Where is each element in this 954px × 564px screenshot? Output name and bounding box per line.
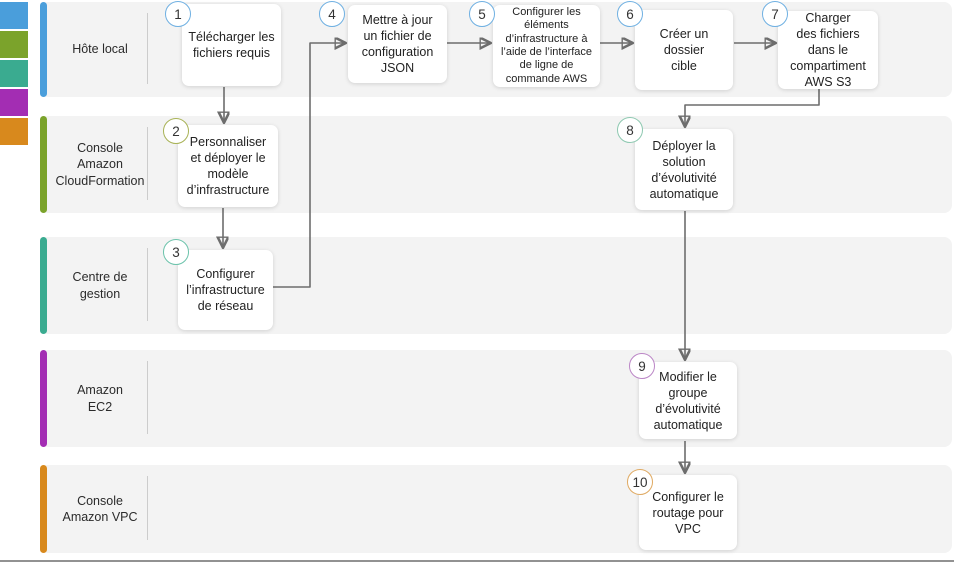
- lane-label: Centre de gestion: [72, 270, 128, 301]
- lane-label: Amazon EC2: [77, 383, 123, 414]
- step-card-4: Mettre à jour un fichier de configuratio…: [348, 5, 447, 83]
- legend-swatch-green: [0, 31, 28, 58]
- lane-label: Hôte local: [72, 42, 128, 57]
- lane-color-bar: [40, 116, 47, 213]
- step-card-9: Modifier le groupe d’évolutivité automat…: [639, 362, 737, 439]
- lane-divider: [147, 13, 148, 84]
- step-badge-8: 8: [617, 117, 643, 143]
- step-badge-5: 5: [469, 1, 495, 27]
- bottom-divider: [0, 560, 954, 562]
- lane-console-amazon-vpc: Console Amazon VPC: [40, 465, 952, 553]
- legend-swatch-blue: [0, 2, 28, 29]
- lane-color-bar: [40, 2, 47, 97]
- step-badge-2: 2: [163, 118, 189, 144]
- lane-label: Console Amazon VPC: [62, 493, 138, 524]
- lane-color-bar: [40, 237, 47, 334]
- step-card-1: Télécharger les fichiers requis: [182, 4, 281, 86]
- step-card-2: Personnaliser et déployer le modèle d’in…: [178, 125, 278, 207]
- step-badge-4: 4: [319, 1, 345, 27]
- lane-color-bar: [40, 350, 47, 447]
- step-badge-1: 1: [165, 1, 191, 27]
- lane-label: Console Amazon CloudFormation: [55, 141, 145, 188]
- legend-swatch-teal: [0, 60, 28, 87]
- step-badge-7: 7: [762, 1, 788, 27]
- step-card-5: Configurer les éléments d’infrastructure…: [493, 5, 600, 87]
- legend-swatch-purple: [0, 89, 28, 116]
- lane-amazon-ec2: Amazon EC2: [40, 350, 952, 447]
- step-badge-9: 9: [629, 353, 655, 379]
- legend-swatch-orange: [0, 118, 28, 145]
- step-card-6: Créer un dossier cible: [635, 10, 733, 90]
- lane-color-bar: [40, 465, 47, 553]
- step-card-3: Configurer l’infrastructure de réseau: [178, 250, 273, 330]
- step-card-10: Configurer le routage pour VPC: [639, 475, 737, 550]
- step-badge-10: 10: [627, 469, 653, 495]
- lane-divider: [147, 361, 148, 434]
- lane-divider: [147, 476, 148, 540]
- step-card-7: Charger des fichiers dans le compartimen…: [778, 11, 878, 89]
- step-card-8: Déployer la solution d’évolutivité autom…: [635, 129, 733, 210]
- step-badge-6: 6: [617, 1, 643, 27]
- lane-divider: [147, 248, 148, 321]
- step-badge-3: 3: [163, 239, 189, 265]
- lane-divider: [147, 127, 148, 200]
